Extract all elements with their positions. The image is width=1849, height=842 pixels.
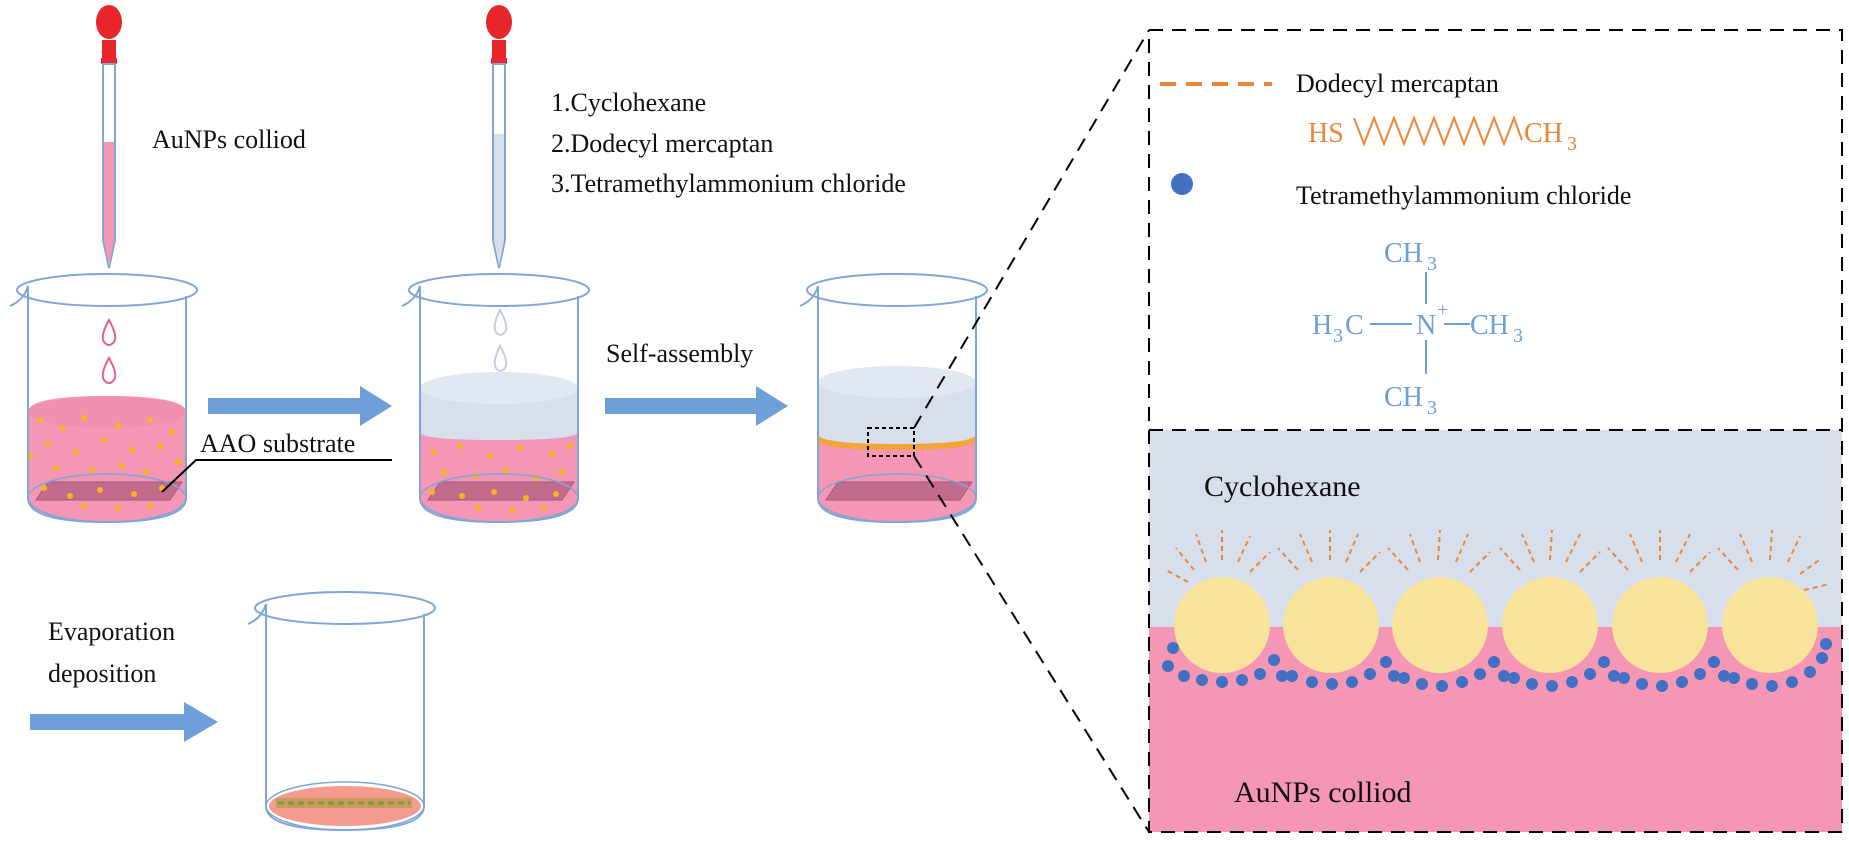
arrow-2	[605, 386, 788, 426]
tma-n: N	[1416, 310, 1436, 341]
zoom-source-box	[867, 427, 915, 457]
tma-left-c: C	[1345, 310, 1364, 341]
pipette-reagents	[486, 5, 512, 269]
reagent-2: 2.Dodecyl mercaptan	[551, 129, 773, 158]
dodecyl-zigzag	[1353, 115, 1523, 147]
aao-pointer-line	[161, 459, 392, 493]
gold-nanoparticles	[1174, 577, 1818, 673]
tma-right-ch: CH	[1470, 310, 1509, 341]
tma-left-h: H	[1312, 310, 1332, 341]
reagent-3: 3.Tetramethylammonium chloride	[551, 169, 906, 198]
beaker-1	[9, 273, 198, 524]
zoom-colloid-label: AuNPs colliod	[1234, 776, 1412, 809]
tma-top-sub: 3	[1427, 253, 1437, 275]
zoom-panel: Cyclohexane AuNPs colliod Dodecyl mercap…	[1148, 29, 1843, 833]
tma-bottom-ch: CH	[1384, 382, 1423, 413]
evaporation-label-2: deposition	[48, 659, 156, 688]
zoom-cyclohexane-label: Cyclohexane	[1204, 470, 1361, 503]
zoom-line-top	[913, 29, 1150, 429]
dodecyl-formula-hs: HS	[1308, 118, 1344, 149]
tma-legend-swatch	[1171, 173, 1193, 195]
gold-dots-beaker2	[429, 443, 573, 513]
cyclohexane-region	[1149, 430, 1842, 627]
tma-legend-label: Tetramethylammonium chloride	[1296, 181, 1631, 210]
tma-right-sub: 3	[1513, 325, 1523, 347]
beaker-2	[401, 273, 590, 524]
dodecyl-legend-label: Dodecyl mercaptan	[1296, 69, 1499, 98]
ligand-dashes	[1165, 529, 1831, 591]
beaker-4	[247, 591, 436, 832]
tma-left-sub: 3	[1333, 325, 1343, 347]
tma-bonds	[1370, 272, 1470, 374]
tma-structure: CH 3 H 3 C N + CH 3 CH 3	[1312, 238, 1523, 419]
arrow-1	[208, 386, 392, 426]
evaporation-label-1: Evaporation	[48, 617, 175, 646]
tma-bottom-sub: 3	[1427, 397, 1437, 419]
self-assembly-label: Self-assembly	[606, 339, 753, 368]
beaker-3	[799, 273, 988, 524]
gold-dots-beaker1	[27, 415, 181, 511]
colloid-label: AuNPs colliod	[152, 125, 306, 154]
arrow-3	[30, 702, 218, 742]
tma-top-ch: CH	[1384, 238, 1423, 269]
aao-substrate-label: AAO substrate	[200, 429, 355, 458]
pipette-colloid	[96, 5, 122, 269]
reagent-1: 1.Cyclohexane	[551, 88, 706, 117]
tma-ions	[1162, 638, 1832, 692]
dodecyl-formula-ch: CH	[1524, 118, 1563, 149]
dodecyl-formula-sub: 3	[1567, 133, 1577, 155]
zoom-line-bottom	[913, 455, 1150, 833]
tma-charge: +	[1437, 299, 1448, 321]
